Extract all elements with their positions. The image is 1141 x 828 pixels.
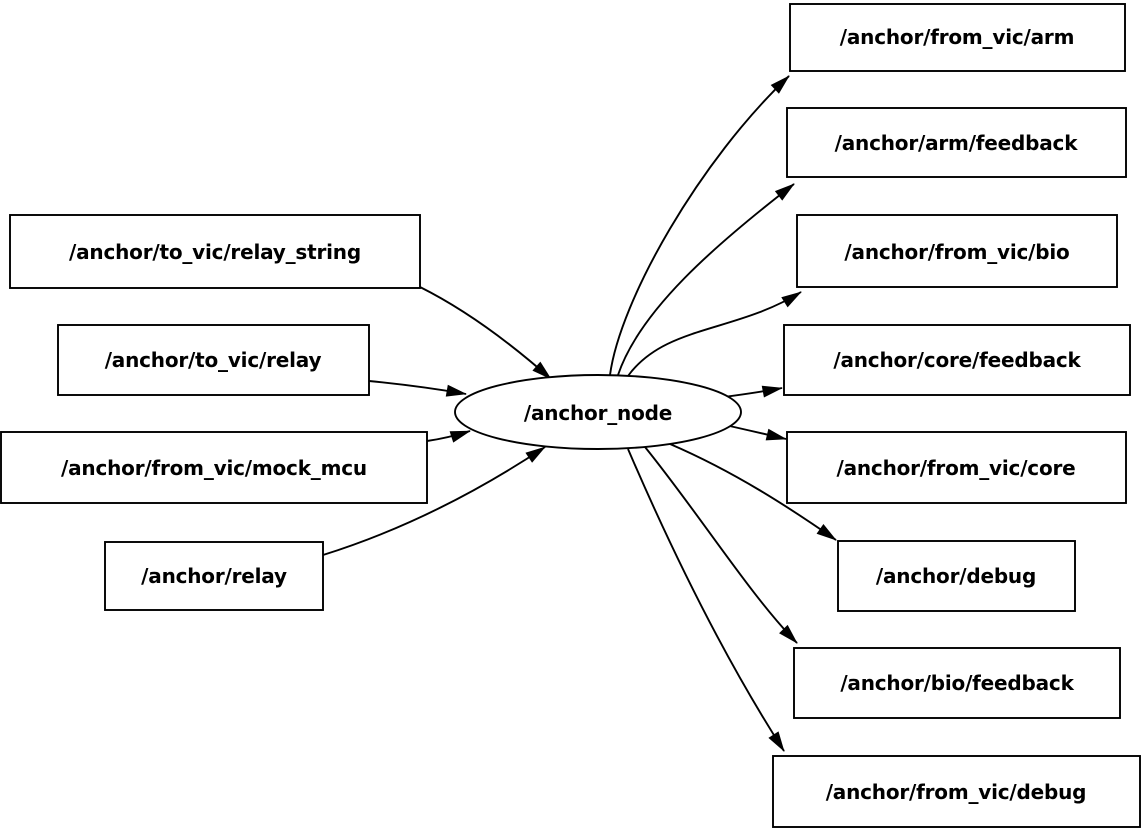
- topic-label: /anchor/to_vic/relay: [105, 348, 322, 372]
- topic-rect: [57, 324, 370, 396]
- topic-box-from-vic-mock-mcu: /anchor/from_vic/mock_mcu: [0, 431, 428, 504]
- topic-box-from-vic-core: /anchor/from_vic/core: [786, 431, 1127, 504]
- edge-to-vic-relay-string-to-node: [419, 286, 552, 380]
- topic-label: /anchor/from_vic/bio: [844, 240, 1069, 264]
- edge-node-to-from-vic-bio: [627, 291, 802, 377]
- topic-box-arm-feedback: /anchor/arm/feedback: [786, 107, 1127, 178]
- topic-rect: [772, 755, 1141, 828]
- node-ellipse: [454, 374, 742, 450]
- topic-label: /anchor/bio/feedback: [840, 671, 1074, 695]
- edge-node-to-from-vic-arm: [609, 75, 790, 376]
- topic-rect: [837, 540, 1076, 612]
- topic-rect: [783, 324, 1131, 396]
- edge-node-to-from-vic-debug: [627, 448, 785, 752]
- edge-from-vic-mock-mcu-to-node: [426, 430, 471, 443]
- topic-label: /anchor/from_vic/core: [836, 456, 1075, 480]
- node-anchor-node: /anchor_node: [454, 374, 742, 450]
- topic-label: /anchor/arm/feedback: [835, 131, 1079, 155]
- topic-box-debug: /anchor/debug: [837, 540, 1076, 612]
- topic-rect: [786, 431, 1127, 504]
- topic-box-relay: /anchor/relay: [104, 541, 324, 611]
- edge-relay-to-node: [322, 446, 546, 556]
- topic-label: /anchor/from_vic/mock_mcu: [61, 456, 367, 480]
- topic-label: /anchor/to_vic/relay_string: [69, 240, 361, 264]
- topic-label: /anchor/from_vic/arm: [840, 25, 1074, 49]
- topic-box-bio-feedback: /anchor/bio/feedback: [793, 647, 1121, 719]
- edge-node-to-arm-feedback: [617, 183, 795, 376]
- topic-label: /anchor/core/feedback: [833, 348, 1081, 372]
- topic-rect: [796, 214, 1118, 288]
- node-label: /anchor_node: [524, 401, 672, 425]
- topic-label: /anchor/from_vic/debug: [826, 780, 1087, 804]
- topic-box-from-vic-bio: /anchor/from_vic/bio: [796, 214, 1118, 288]
- edge-node-to-debug: [669, 443, 837, 541]
- topic-box-core-feedback: /anchor/core/feedback: [783, 324, 1131, 396]
- edge-node-to-bio-feedback: [644, 446, 798, 644]
- topic-rect: [786, 107, 1127, 178]
- edge-to-vic-relay-to-node: [368, 380, 467, 397]
- topic-box-from-vic-arm: /anchor/from_vic/arm: [789, 3, 1126, 72]
- topic-label: /anchor/relay: [141, 564, 287, 588]
- topic-label: /anchor/debug: [876, 564, 1036, 588]
- topic-rect: [793, 647, 1121, 719]
- topic-rect: [104, 541, 324, 611]
- topic-rect: [0, 431, 428, 504]
- topic-rect: [9, 214, 421, 289]
- topic-box-to-vic-relay-string: /anchor/to_vic/relay_string: [9, 214, 421, 289]
- topic-rect: [789, 3, 1126, 72]
- topic-box-to-vic-relay: /anchor/to_vic/relay: [57, 324, 370, 396]
- topic-box-from-vic-debug: /anchor/from_vic/debug: [772, 755, 1141, 828]
